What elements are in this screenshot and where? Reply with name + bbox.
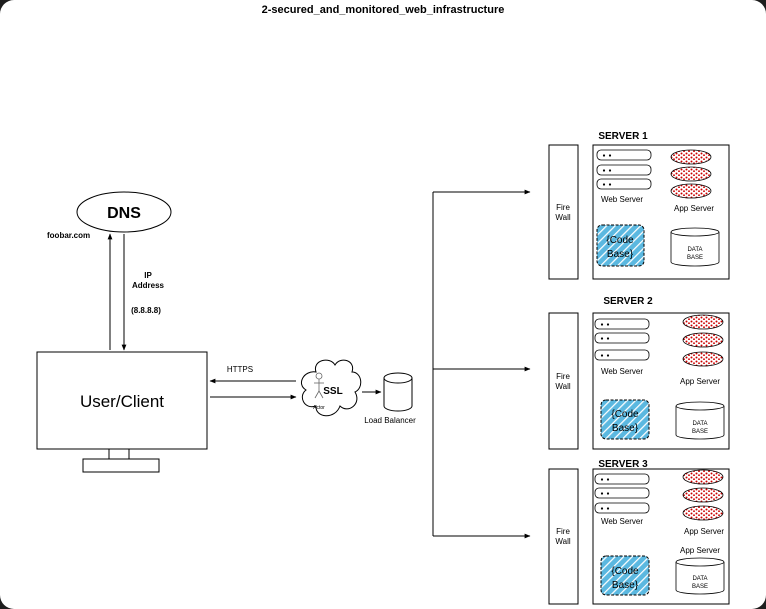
database-label-line1: DATA <box>687 247 702 253</box>
web-server-label: Web Server <box>601 517 643 526</box>
code-base-label-line2: Base} <box>612 580 639 591</box>
server-name: SERVER 2 <box>603 296 653 307</box>
ssl-label: SSL <box>323 386 342 397</box>
web-server-icon <box>594 318 650 361</box>
database-label-line2: BASE <box>692 429 708 435</box>
server-3: SERVER 3 Fire Wall Web Server App Server… <box>548 459 730 605</box>
load-balancer-icon <box>383 372 413 412</box>
app-server-icon <box>682 314 724 367</box>
firewall-label-line2: Wall <box>555 213 570 222</box>
code-base-icon <box>596 224 645 267</box>
web-server-icon <box>596 149 652 190</box>
database-label-line2: BASE <box>692 584 708 590</box>
code-base-label-line2: Base} <box>612 423 639 434</box>
firewall <box>548 468 579 605</box>
app-server-label: App Server <box>680 377 720 386</box>
server-name: SERVER 1 <box>598 131 648 142</box>
client-monitor <box>36 351 208 473</box>
web-server-label: Web Server <box>601 195 643 204</box>
server-1: SERVER 1 Fire Wall Web Server App Server… <box>548 131 730 280</box>
code-base-icon <box>600 555 650 596</box>
ip-value: (8.8.8.8) <box>131 306 161 315</box>
firewall-label-line2: Wall <box>555 537 570 546</box>
firewall-label-line2: Wall <box>555 382 570 391</box>
server-2: SERVER 2 Fire Wall Web Server App Server… <box>548 296 730 450</box>
app-server-label: App Server <box>684 527 724 536</box>
server-name: SERVER 3 <box>598 459 648 470</box>
code-base-label-line1: {Code <box>606 235 634 246</box>
actor-icon <box>314 372 324 399</box>
ip-label-line1: IP <box>144 271 152 280</box>
load-balancer-label: Load Balancer <box>364 416 416 425</box>
firewall-label-line1: Fire <box>556 527 570 536</box>
database-icon <box>675 401 725 440</box>
database-label-line1: DATA <box>692 576 707 582</box>
firewall <box>548 144 579 280</box>
dns-label: DNS <box>107 205 141 222</box>
distribution-lines <box>432 189 531 539</box>
dns-node: DNS <box>76 191 172 233</box>
diagram-title: 2-secured_and_monitored_web_infrastructu… <box>262 4 505 16</box>
database-icon <box>670 227 720 267</box>
app-server-icon <box>682 469 724 521</box>
app-server-label: App Server <box>674 204 714 213</box>
code-base-label-line1: {Code <box>611 409 639 420</box>
actor-label: Actor <box>313 405 325 411</box>
app-server-icon <box>670 149 712 199</box>
web-server-label: Web Server <box>601 367 643 376</box>
database-label-line2: BASE <box>687 255 703 261</box>
client-label: User/Client <box>80 392 164 411</box>
web-server-icon <box>594 473 650 514</box>
code-base-label-line1: {Code <box>611 566 639 577</box>
https-label: HTTPS <box>227 365 253 374</box>
code-base-label-line2: Base} <box>607 249 634 260</box>
app-server-extra-label: App Server <box>680 546 720 555</box>
firewall-label-line1: Fire <box>556 372 570 381</box>
database-label-line1: DATA <box>692 421 707 427</box>
dns-domain: foobar.com <box>47 231 90 240</box>
firewall-label-line1: Fire <box>556 203 570 212</box>
code-base-icon <box>600 399 650 440</box>
ip-label-line2: Address <box>132 281 165 290</box>
database-icon <box>675 557 725 595</box>
firewall <box>548 312 579 450</box>
